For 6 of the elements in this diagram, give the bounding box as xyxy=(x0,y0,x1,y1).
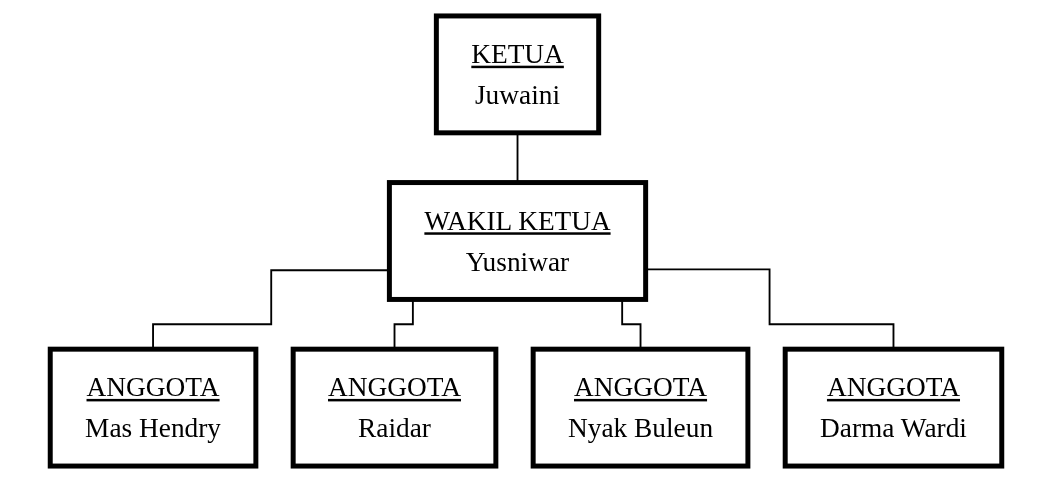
node-box: ANGGOTA Mas Hendry xyxy=(47,346,259,469)
node-box: ANGGOTA Nyak Buleun xyxy=(530,346,751,469)
node-box: WAKIL KETUA Yusniwar xyxy=(386,179,649,302)
node-box: ANGGOTA Darma Wardi xyxy=(782,346,1005,469)
node-box: ANGGOTA Raidar xyxy=(290,346,499,469)
node-box: KETUA Juwaini xyxy=(433,12,602,135)
